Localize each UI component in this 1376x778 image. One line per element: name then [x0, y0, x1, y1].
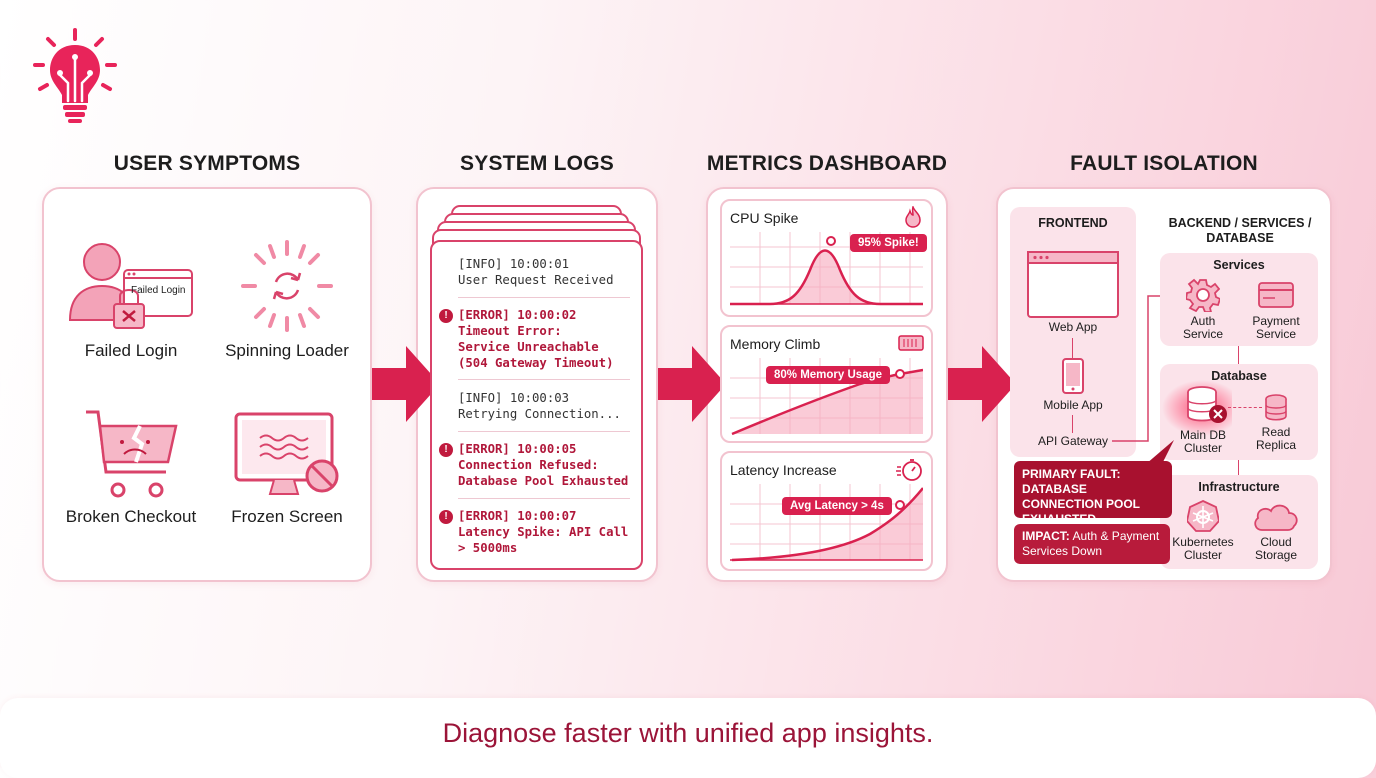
api-gateway-label: API Gateway: [1037, 434, 1109, 448]
latency-increase-chart: [730, 484, 923, 562]
web-app-icon: [1027, 251, 1119, 318]
impact-label: IMPACT:: [1022, 529, 1070, 543]
cloud-icon: [1254, 504, 1298, 531]
payment-card-icon: [1258, 282, 1294, 308]
cpu-spike-chart: [730, 232, 923, 306]
stopwatch-icon: [896, 459, 922, 481]
cpu-metric-title: CPU Spike: [730, 210, 799, 226]
memory-metric-title: Memory Climb: [730, 336, 821, 352]
log-divider: [458, 498, 630, 499]
connector-line: [1238, 460, 1239, 475]
main-db-label: Main DB Cluster: [1179, 428, 1226, 455]
column-title-metrics: METRICS DASHBOARD: [706, 152, 948, 175]
memory-usage-tag: 80% Memory Usage: [766, 366, 891, 384]
services-heading: Services: [1213, 258, 1265, 272]
spinning-loader-icon: [241, 240, 333, 332]
read-replica-label: Read Replica: [1255, 425, 1297, 452]
failed-login-icon: [68, 243, 193, 329]
log-divider: [458, 379, 630, 380]
kubernetes-label: Kubernetes Cluster: [1172, 535, 1234, 562]
kubernetes-icon: [1187, 500, 1219, 532]
backend-heading: BACKEND / SERVICES / DATABASE: [1168, 216, 1312, 245]
frozen-screen-icon: [234, 412, 339, 495]
avg-latency-tag: Avg Latency > 4s: [782, 497, 892, 515]
arrow-right-icon: [658, 346, 726, 422]
web-app-label: Web App: [1048, 320, 1098, 334]
gear-icon: [1186, 278, 1220, 312]
frozen-screen-label: Frozen Screen: [231, 507, 343, 526]
mobile-phone-icon: [1062, 358, 1084, 394]
cpu-spike-tag: 95% Spike!: [850, 234, 927, 252]
error-alert-icon: !: [439, 443, 453, 457]
payment-service-label: Payment Service: [1252, 314, 1300, 341]
broken-cart-icon: [86, 410, 178, 498]
broken-checkout-label: Broken Checkout: [65, 507, 197, 526]
cloud-storage-label: Cloud Storage: [1254, 535, 1298, 562]
spinning-loader-label: Spinning Loader: [225, 341, 349, 360]
failed-login-label: Failed Login: [84, 341, 178, 360]
gateway-connector: [1112, 295, 1162, 442]
replica-connector: [1228, 407, 1262, 408]
log-stack-background: [432, 205, 641, 244]
database-icon: [1265, 394, 1287, 421]
database-failure-icon: [1162, 380, 1232, 436]
database-heading: Database: [1211, 369, 1267, 383]
column-title-fault: FAULT ISOLATION: [1070, 152, 1258, 175]
connector-line: [1072, 338, 1073, 358]
mobile-app-label: Mobile App: [1043, 398, 1103, 412]
frontend-section: [1010, 207, 1136, 457]
fire-icon: [905, 206, 921, 228]
latency-metric-title: Latency Increase: [730, 462, 837, 478]
auth-service-label: Auth Service: [1182, 314, 1223, 341]
arrow-right-icon: [372, 346, 440, 422]
failed-login-popup-label: Failed Login: [131, 285, 186, 296]
frontend-heading: FRONTEND: [1038, 216, 1108, 230]
column-title-logs: SYSTEM LOGS: [460, 152, 614, 175]
primary-fault-callout: PRIMARY FAULT: DATABASE CONNECTION POOL …: [1014, 461, 1172, 526]
error-alert-icon: !: [439, 309, 453, 323]
tagline: Diagnose faster with unified app insight…: [442, 718, 934, 748]
connector-line: [1238, 346, 1239, 364]
column-title-symptoms: USER SYMPTOMS: [113, 152, 301, 175]
infrastructure-heading: Infrastructure: [1198, 480, 1280, 494]
log-divider: [458, 431, 630, 432]
lightbulb-circuit-icon: [33, 28, 117, 123]
callout-pointer: [1146, 440, 1174, 464]
impact-text: Auth & Payment Services Down: [1022, 529, 1160, 558]
error-alert-icon: !: [439, 510, 453, 524]
arrow-right-icon: [948, 346, 1016, 422]
log-divider: [458, 297, 630, 298]
memory-chip-icon: [898, 335, 924, 351]
bottom-banner: [0, 698, 1376, 778]
connector-line: [1072, 415, 1073, 433]
log-card: [430, 240, 643, 570]
impact-callout: IMPACT: Auth & Payment Services Down: [1014, 524, 1170, 564]
